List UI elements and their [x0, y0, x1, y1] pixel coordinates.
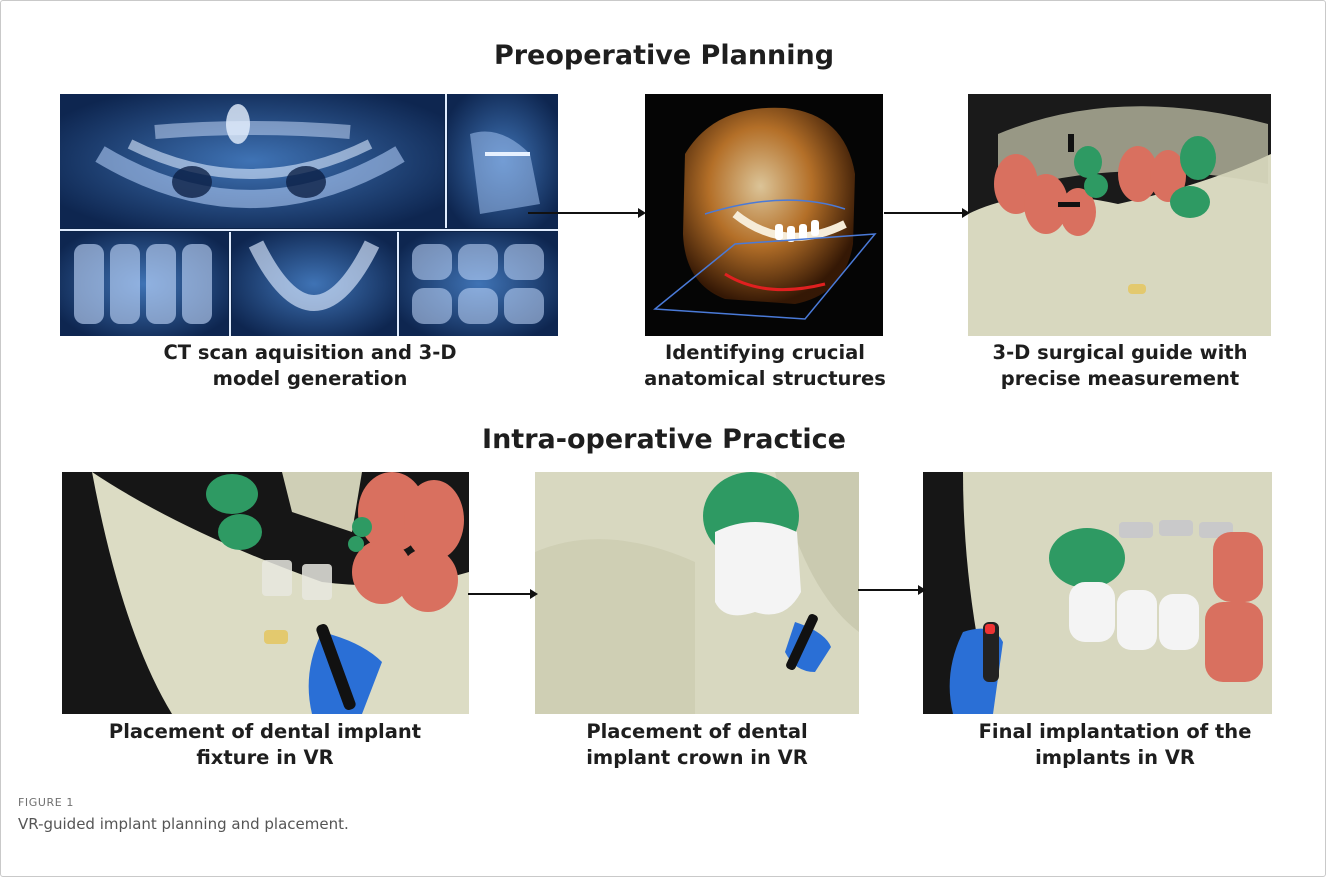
caption-final-implantation: Final implantation of the implants in VR: [955, 719, 1275, 771]
final-implantation-vr-image: [923, 472, 1272, 714]
arrow-right-icon: [528, 206, 648, 220]
caption-line: CT scan aquisition and 3-D: [110, 340, 510, 366]
implant-fixture-vr-image: [62, 472, 469, 714]
heading-intraoperative-practice: Intra-operative Practice: [444, 424, 884, 455]
caption-line: anatomical structures: [620, 366, 910, 392]
caption-implant-crown: Placement of dental implant crown in VR: [545, 719, 849, 771]
caption-line: implant crown in VR: [545, 745, 849, 771]
figure-caption: VR-guided implant planning and placement…: [18, 815, 349, 833]
caption-line: Identifying crucial: [620, 340, 910, 366]
skull-3d-render-image: [645, 94, 883, 336]
caption-ct-scan: CT scan aquisition and 3-D model generat…: [110, 340, 510, 392]
caption-line: implants in VR: [955, 745, 1275, 771]
caption-surgical-guide: 3-D surgical guide with precise measurem…: [965, 340, 1275, 392]
ct-scan-collage-image: [60, 94, 558, 336]
caption-implant-fixture: Placement of dental implant fixture in V…: [80, 719, 450, 771]
caption-line: Final implantation of the: [955, 719, 1275, 745]
caption-line: Placement of dental implant: [80, 719, 450, 745]
heading-preoperative-planning: Preoperative Planning: [444, 40, 884, 71]
arrow-right-icon: [858, 583, 928, 597]
caption-identifying-structures: Identifying crucial anatomical structure…: [620, 340, 910, 392]
caption-line: Placement of dental: [545, 719, 849, 745]
caption-line: fixture in VR: [80, 745, 450, 771]
arrow-right-icon: [468, 587, 540, 601]
arrow-right-icon: [884, 206, 972, 220]
caption-line: model generation: [110, 366, 510, 392]
caption-line: precise measurement: [965, 366, 1275, 392]
surgical-guide-render-image: [968, 94, 1271, 336]
figure-label: FIGURE 1: [18, 796, 74, 809]
implant-crown-vr-image: [535, 472, 859, 714]
caption-line: 3-D surgical guide with: [965, 340, 1275, 366]
